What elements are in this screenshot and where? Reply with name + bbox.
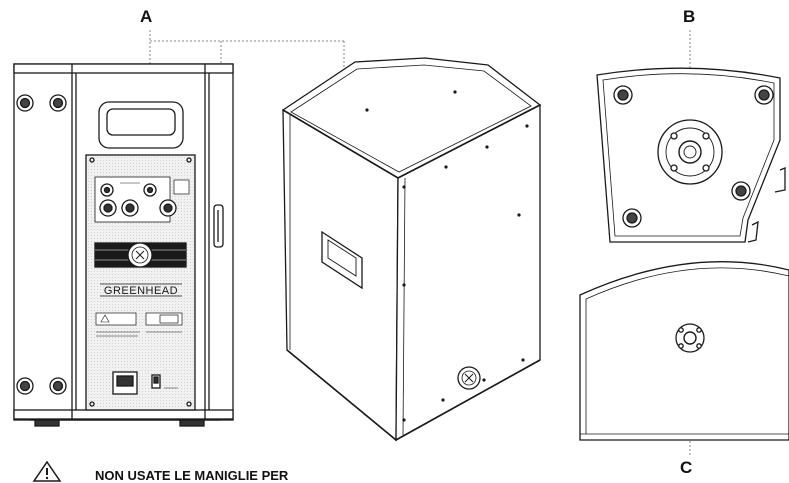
screws-perspective: [365, 90, 529, 422]
side-handle-rear: [213, 204, 224, 248]
bottom-view-speaker: [579, 261, 789, 441]
callout-c: C: [680, 458, 693, 477]
brand-badge-perspective: [457, 366, 481, 390]
brand-logo-text: GREENHEAD: [104, 285, 178, 297]
top-view-speaker: [596, 67, 786, 243]
amplifier-panel: GREENHEAD: [85, 154, 196, 411]
pole-mount-bottom: [675, 323, 705, 353]
rigging-points-top: [613, 85, 774, 228]
warning-triangle-icon: [32, 460, 62, 482]
top-handle-rear: [98, 101, 184, 149]
pole-mount-top: [657, 119, 723, 185]
rear-view-speaker: GREENHEAD: [13, 63, 234, 427]
perspective-view-speaker: [281, 57, 542, 442]
warning-text: NON USATE LE MANIGLIE PER: [95, 468, 289, 483]
callout-a: A: [140, 7, 153, 26]
side-handle-perspective: [321, 230, 363, 290]
callout-b: B: [683, 7, 696, 26]
rigging-points-left: [16, 94, 67, 395]
